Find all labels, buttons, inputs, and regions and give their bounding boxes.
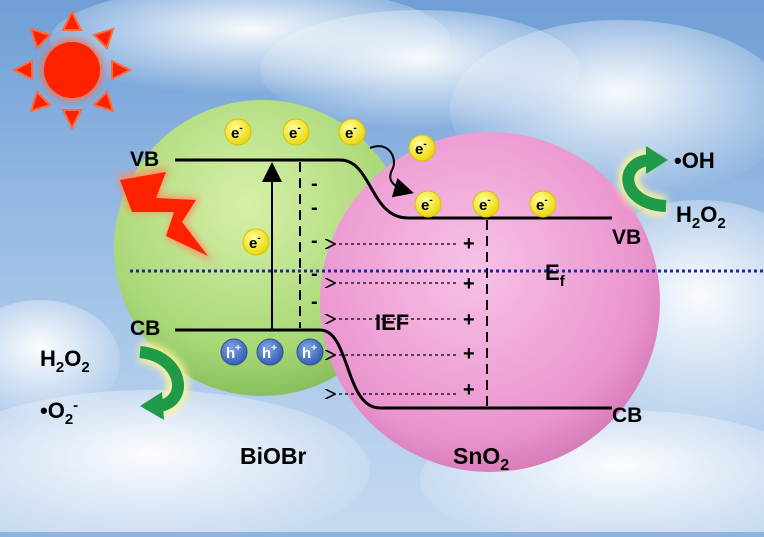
svg-text:e-: e-: [421, 195, 433, 214]
hole: h+: [220, 338, 248, 366]
negative-charges: -----: [311, 173, 318, 313]
electron: e-: [408, 134, 436, 162]
negative-charge: -: [311, 263, 318, 285]
electron: e-: [529, 190, 557, 218]
svg-text:h+: h+: [302, 343, 317, 362]
biobr-label: BiOBr: [240, 443, 307, 469]
left-product-superoxide: •O2-: [40, 397, 78, 428]
electron: e-: [338, 118, 366, 146]
hole: h+: [256, 338, 284, 366]
electron: e-: [282, 118, 310, 146]
cb-band-edge: [175, 328, 612, 410]
positive-charge: +: [463, 233, 475, 255]
right-cb-label: CB: [612, 404, 642, 427]
svg-text:h+: h+: [262, 343, 277, 362]
electron: e-: [414, 190, 442, 218]
sun-icon: [11, 9, 133, 131]
electron: e-: [242, 228, 270, 256]
lightning-icon: [118, 168, 214, 262]
negative-charge: -: [311, 197, 318, 219]
sno2-sphere: [320, 132, 660, 472]
left-reaction-arrow: [138, 346, 184, 412]
right-reaction-arrow: [622, 154, 667, 212]
positive-charge: +: [463, 273, 475, 295]
vb-band-edge: [175, 158, 612, 220]
negative-charge: -: [311, 173, 318, 195]
svg-text:h+: h+: [226, 343, 241, 362]
fermi-level-label: Ef: [545, 260, 566, 290]
left-reactant-h2o2: H2O2: [40, 346, 90, 376]
left-vb-label: VB: [130, 148, 159, 171]
holes: h+ h+ h+: [220, 338, 324, 366]
svg-text:e-: e-: [345, 123, 357, 142]
svg-text:e-: e-: [479, 195, 491, 214]
svg-text:e-: e-: [231, 123, 243, 142]
left-reaction: H2O2 •O2-: [40, 342, 188, 428]
svg-text:e-: e-: [536, 195, 548, 214]
right-reactant-h2o2: H2O2: [676, 202, 726, 232]
svg-text:e-: e-: [289, 123, 301, 142]
svg-text:e-: e-: [249, 233, 261, 252]
hole: h+: [296, 338, 324, 366]
sno2-label: SnO2: [453, 443, 509, 474]
negative-charge: -: [311, 291, 318, 313]
ief-label: IEF: [375, 310, 409, 335]
ief-arrows: [334, 244, 456, 394]
positive-charge: +: [463, 309, 475, 331]
svg-text:e-: e-: [415, 139, 427, 158]
positive-charge: +: [463, 343, 475, 365]
electron: e-: [472, 190, 500, 218]
left-cb-label: CB: [130, 317, 160, 340]
negative-charge: -: [311, 230, 318, 252]
positive-charges: + + + + +: [463, 233, 475, 401]
right-reaction: •OH H2O2: [618, 146, 726, 232]
right-product-oh: •OH: [674, 148, 715, 173]
electron-transfer-arrow: [369, 145, 414, 198]
right-vb-label: VB: [612, 226, 641, 249]
electron: e-: [224, 118, 252, 146]
positive-charge: +: [463, 379, 475, 401]
electrons: e-e-e-e-e-e-e-e-: [224, 118, 557, 256]
